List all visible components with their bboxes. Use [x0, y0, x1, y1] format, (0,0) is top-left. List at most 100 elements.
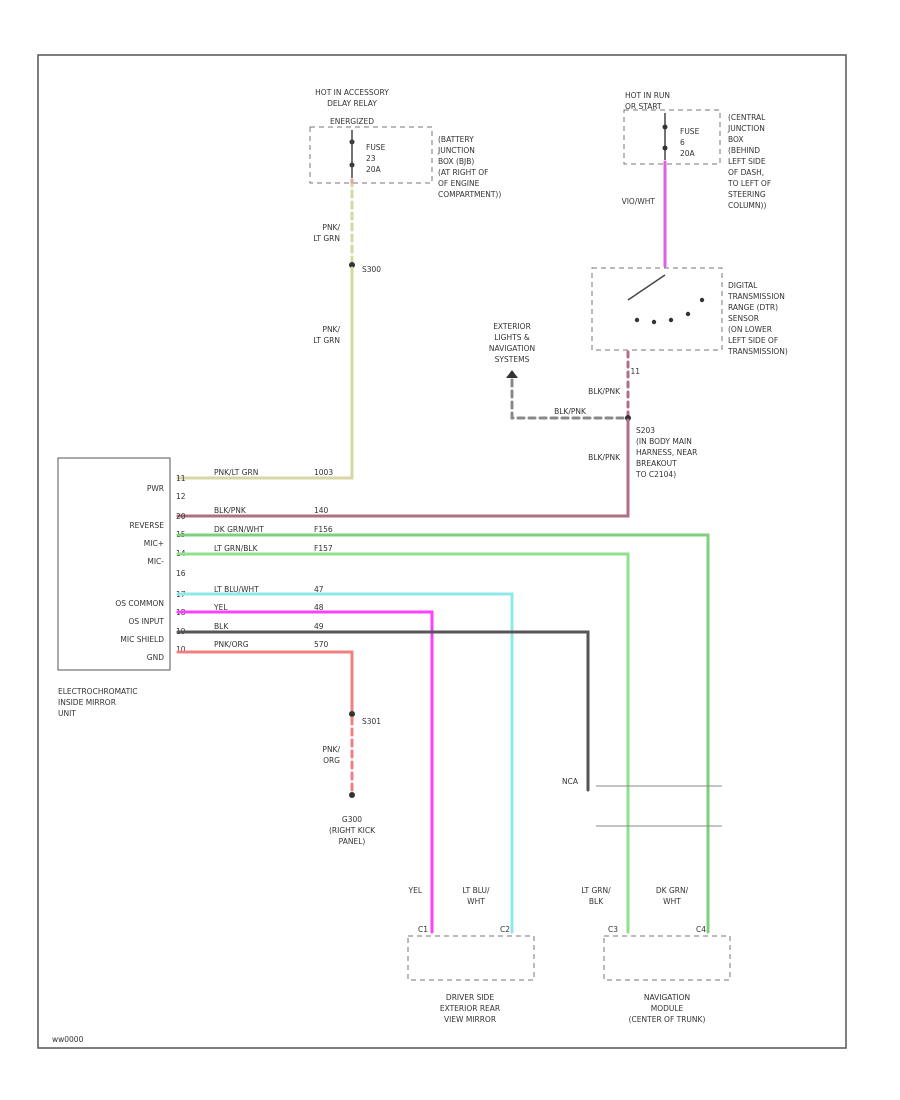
wire-label-vio-wht: VIO/WHT	[622, 197, 656, 206]
splice-s203-label-5: TO C2104)	[635, 470, 676, 479]
splice-s203-label-3: HARNESS, NEAR	[636, 448, 697, 457]
nav-pin-b: C4	[696, 925, 706, 934]
ground-location-1: (RIGHT KICK	[329, 826, 376, 835]
relay-left-location-1: (BATTERY	[438, 135, 474, 144]
dtr-sensor-box	[591, 267, 723, 351]
wire-ltgrn-blk	[176, 552, 630, 934]
ground-g300-icon	[349, 792, 355, 798]
relay-right-location-1: (CENTRAL	[728, 113, 766, 122]
driver-side-mirror: YEL LT BLU/ WHT C1 C2 DRIVER SIDE EXTERI…	[407, 886, 535, 1024]
wire-color-pin-4: LT GRN/BLK	[214, 544, 259, 553]
mirror-pin-name-8: MIC SHIELD	[120, 635, 164, 644]
exterior-label-1: EXTERIOR	[493, 322, 531, 331]
mirror-box	[57, 457, 171, 671]
electrochromatic-mirror: ELECTROCHROMATIC INSIDE MIRROR UNIT PWR …	[57, 457, 186, 718]
fuse-6-terminal-top	[662, 124, 668, 130]
wire-pnk-ltgrn-s300-to-mirror	[176, 266, 354, 480]
driver-wire-a: YEL	[408, 886, 423, 895]
nav-wire-b-1: DK GRN/	[656, 886, 689, 895]
diagram-frame	[37, 54, 847, 1049]
wire-color-pin-3: DK GRN/WHT	[214, 525, 264, 534]
splice-s301-label: S301	[362, 717, 381, 726]
relay-right-fuse-number: 6	[680, 138, 685, 147]
mirror-pin-num-2: 20	[176, 512, 186, 521]
mirror-pin-name-4: MIC-	[147, 557, 164, 566]
wire-label-pnk-ltgrn-upper-2: LT GRN	[313, 234, 340, 243]
relay-left-title-2: DELAY RELAY	[327, 99, 377, 108]
relay-right-location-4: (BEHIND	[728, 146, 760, 155]
splice-s300-label: S300	[362, 265, 381, 274]
splice-s203-label-2: (IN BODY MAIN	[636, 437, 692, 446]
wire-label-pnk-ltgrn-upper-1: PNK/	[322, 223, 340, 232]
relay-left-title-1: HOT IN ACCESSORY	[315, 88, 389, 97]
mirror-pin-num-9: 10	[176, 645, 186, 654]
wire-color-pin-7: YEL	[213, 603, 228, 612]
wire-label-blk-pnk-2: BLK/PNK	[554, 407, 587, 416]
wire-pnk-org-to-s301	[176, 650, 354, 714]
driver-mirror-label-2: EXTERIOR REAR	[440, 1004, 500, 1013]
relay-left-location-5: OF ENGINE	[438, 179, 480, 188]
wire-blk-shield	[176, 630, 590, 792]
navigation-module: LT GRN/ BLK DK GRN/ WHT C3 C4 NAVIGATION…	[581, 886, 731, 1024]
wire-label-pnk-org-1: PNK/	[322, 745, 340, 754]
nav-wire-b-2: WHT	[663, 897, 681, 906]
wire-color-pin-6: LT BLU/WHT	[214, 585, 259, 594]
dtr-desc-4: SENSOR	[728, 314, 759, 323]
mirror-pin-name-6: OS COMMON	[115, 599, 164, 608]
driver-pin-a: C1	[418, 925, 428, 934]
relay-right-location-6: OF DASH,	[728, 168, 764, 177]
wire-circuit-pin-4: F157	[314, 544, 333, 553]
dtr-desc-7: TRANSMISSION)	[727, 347, 788, 356]
wire-ltblu-wht	[176, 592, 514, 934]
wire-color-pin-8: BLK	[214, 622, 229, 631]
nav-module-box	[603, 935, 731, 981]
relay-right-location-5: LEFT SIDE	[728, 157, 766, 166]
nav-module-label-1: NAVIGATION	[644, 993, 690, 1002]
nav-module-label-3: (CENTER OF TRUNK)	[629, 1015, 706, 1024]
wire-label-pnk-ltgrn-lower-2: LT GRN	[313, 336, 340, 345]
splice-s203-label-1: S203	[636, 426, 655, 435]
dtr-contact-5	[699, 297, 705, 303]
driver-mirror-label-1: DRIVER SIDE	[446, 993, 494, 1002]
dtr-pin-11: 11	[630, 367, 640, 376]
relay-left-location-6: COMPARTMENT))	[438, 190, 501, 199]
nav-wire-a-1: LT GRN/	[581, 886, 611, 895]
relay-left-fuse-number: 23	[366, 154, 376, 163]
exterior-arrow-icon	[506, 370, 518, 378]
relay-right-fuse-label: FUSE	[680, 127, 700, 136]
splice-s203-label-4: BREAKOUT	[636, 459, 677, 468]
wire-circuit-pin-2: 140	[314, 506, 329, 515]
wire-label-pnk-ltgrn-lower-1: PNK/	[322, 325, 340, 334]
relay-right-location-8: STEERING	[728, 190, 766, 199]
wire-blk-pnk-s203-to-mirror	[176, 418, 630, 518]
relay-right-location-3: BOX	[728, 135, 744, 144]
run-start-fuse: HOT IN RUN OR START FUSE 6 20A (CENTRAL …	[623, 91, 771, 210]
wire-label-blk-pnk-3: BLK/PNK	[588, 453, 621, 462]
mirror-label-1: ELECTROCHROMATIC	[58, 687, 138, 696]
nav-wire-a-2: BLK	[589, 897, 604, 906]
dtr-switch-arm	[627, 274, 666, 301]
relay-right-location-7: TO LEFT OF	[727, 179, 771, 188]
relay-left-location-4: (AT RIGHT OF	[438, 168, 489, 177]
relay-right-box	[623, 109, 721, 165]
nca-label: NCA	[562, 777, 579, 786]
wire-circuit-pin-8: 49	[314, 622, 324, 631]
relay-left-box	[309, 126, 433, 184]
dtr-contact-3	[668, 317, 674, 323]
relay-right-location-9: COLUMN))	[728, 201, 766, 210]
wire-yel	[176, 610, 434, 934]
driver-mirror-label-3: VIEW MIRROR	[444, 1015, 496, 1024]
splice-s300-dot	[349, 262, 355, 268]
wire-blk-pnk-exterior-to-s203	[510, 378, 630, 420]
wire-circuit-pin-6: 47	[314, 585, 324, 594]
wire-color-pin-2: BLK/PNK	[214, 506, 247, 515]
relay-left-fuse-label: FUSE	[366, 143, 386, 152]
dtr-desc-2: TRANSMISSION	[727, 292, 785, 301]
ground-location-2: PANEL)	[339, 837, 366, 846]
dtr-desc-5: (ON LOWER	[728, 325, 772, 334]
relay-right-location-2: JUNCTION	[727, 124, 765, 133]
relay-left-location-2: JUNCTION	[437, 146, 475, 155]
dtr-contact-1	[634, 317, 640, 323]
wire-circuit-pin-0: 1003	[314, 468, 333, 477]
relay-left-location-3: BOX (BJB)	[438, 157, 474, 166]
